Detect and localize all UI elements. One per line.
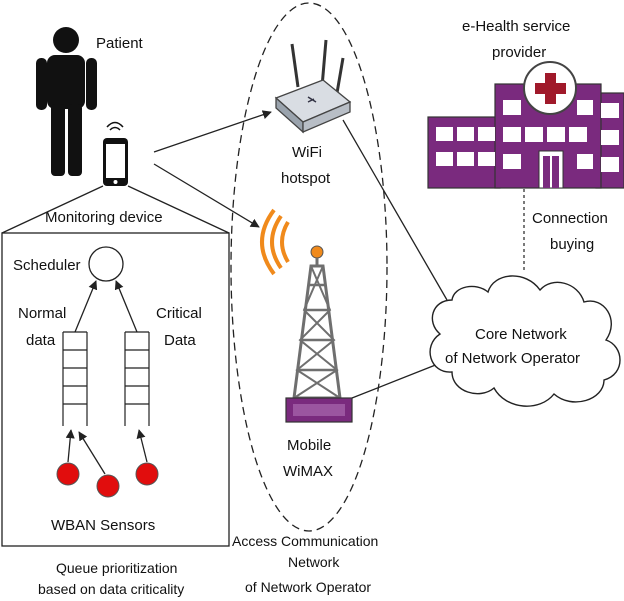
sensor-arrow-1 [65, 429, 75, 463]
normal-queue-arrow [74, 280, 98, 333]
hospital-icon [427, 61, 624, 189]
sensor-icon [96, 474, 120, 498]
core-network-label-2: of Network Operator [445, 350, 580, 367]
wimax-label-2: WiMAX [283, 463, 333, 480]
wban-sensors-label: WBAN Sensors [51, 517, 155, 534]
wifi-label-2: hotspot [281, 170, 331, 187]
critical-data-label-1: Critical [156, 305, 202, 322]
cloud-icon [429, 275, 621, 407]
critical-data-label-2: Data [164, 332, 196, 349]
callout-line-left [1, 185, 104, 234]
critical-queue-icon [124, 331, 150, 426]
callout-line-right [127, 185, 230, 234]
queue-caption-line-2: based on data criticality [38, 581, 184, 597]
access-network-boundary [230, 2, 388, 532]
wifi-label-1: WiFi [292, 144, 322, 161]
sensor-icon [56, 462, 80, 486]
core-network-label-1: Core Network [475, 326, 567, 343]
router-icon [274, 39, 352, 134]
connection-buying-label-1: Connection [532, 210, 608, 227]
wimax-to-core-link [351, 363, 439, 399]
normal-queue-icon [62, 331, 88, 426]
critical-queue-arrow [114, 280, 138, 333]
monitoring-device-detail-box [1, 232, 230, 547]
queue-caption-line-1: Queue prioritization [56, 560, 177, 576]
normal-data-label-2: data [26, 332, 56, 349]
sensor-icon [135, 462, 159, 486]
phone-to-wimax-arrow [153, 163, 260, 228]
access-network-label-2: Network [288, 554, 340, 570]
ehealth-label-1: e-Health service [462, 18, 570, 35]
normal-data-label-1: Normal [18, 305, 66, 322]
connection-buying-label-2: buying [550, 236, 594, 253]
person-icon [36, 27, 97, 176]
scheduler-circle [88, 246, 124, 282]
radio-tower-icon [260, 208, 353, 423]
access-network-label-3: of Network Operator [245, 579, 371, 595]
monitoring-device-label: Monitoring device [45, 209, 163, 226]
sensor-arrow-2 [78, 431, 106, 475]
wifi-to-core-link [342, 119, 448, 301]
phone-to-wifi-arrow [153, 110, 272, 153]
wimax-label-1: Mobile [287, 437, 331, 454]
scheduler-label: Scheduler [13, 257, 81, 274]
patient-label: Patient [96, 35, 144, 52]
smartphone-icon [103, 121, 128, 186]
sensor-arrow-3 [136, 429, 148, 463]
access-network-label-1: Access Communication [232, 533, 378, 549]
ehealth-label-2: provider [492, 44, 546, 61]
